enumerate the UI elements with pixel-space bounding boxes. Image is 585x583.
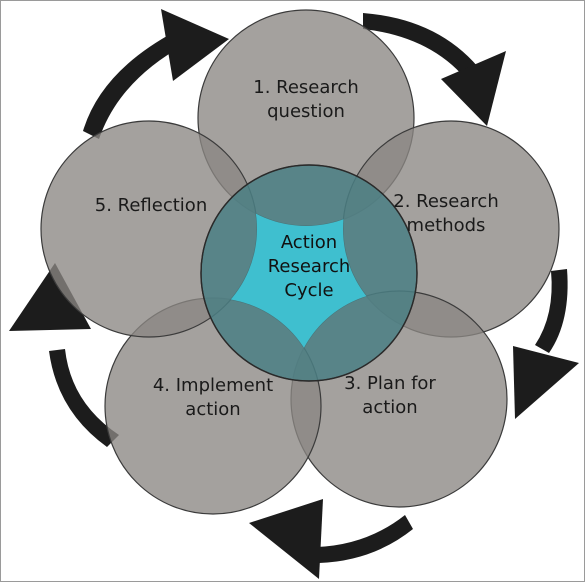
arrowhead-icon <box>9 263 91 331</box>
label-line: 3. Plan for <box>344 373 436 394</box>
arrow-body <box>49 349 119 447</box>
label-line: action <box>362 397 417 418</box>
cycle-arrow-icon <box>83 9 229 139</box>
center-label-line: Cycle <box>284 280 333 301</box>
step-implement-action-label: 4. Implement action <box>153 375 273 420</box>
label-line: 4. Implement <box>153 375 273 396</box>
center-circle-outline <box>200 164 418 382</box>
cycle-arrow-icon <box>9 263 119 447</box>
arrow-body <box>317 515 413 563</box>
center-label-line: Research <box>268 256 351 277</box>
cycle-arrow-icon <box>363 13 506 126</box>
center-circle-group <box>200 164 418 382</box>
step-research-question-label: 1. Research question <box>253 77 358 122</box>
step-reflection-label: 5. Reflection <box>95 195 207 216</box>
label-line: action <box>185 399 240 420</box>
cycle-arrow-icon <box>249 499 413 579</box>
label-line: 5. Reflection <box>95 195 207 216</box>
step-plan-for-action-label: 3. Plan for action <box>344 373 436 418</box>
center-highlight <box>201 165 417 381</box>
center-label-line: Action <box>281 232 337 253</box>
arrowhead-icon <box>513 346 579 419</box>
step-research-methods-label: 2. Research methods <box>393 191 498 236</box>
label-line: methods <box>407 215 486 236</box>
arrowhead-icon <box>161 9 229 81</box>
arrowhead-icon <box>441 51 506 126</box>
labels: 1. Research question 2. Research methods 3. … <box>95 77 499 420</box>
arrow-body <box>83 31 184 139</box>
label-line: 2. Research <box>393 191 498 212</box>
arrowhead-icon <box>249 499 323 579</box>
arrow-body <box>535 269 568 353</box>
cycle-arrows <box>9 9 579 579</box>
arrow-body <box>363 13 483 83</box>
label-line: question <box>267 101 345 122</box>
label-line: 1. Research <box>253 77 358 98</box>
cycle-arrow-icon <box>513 269 579 419</box>
